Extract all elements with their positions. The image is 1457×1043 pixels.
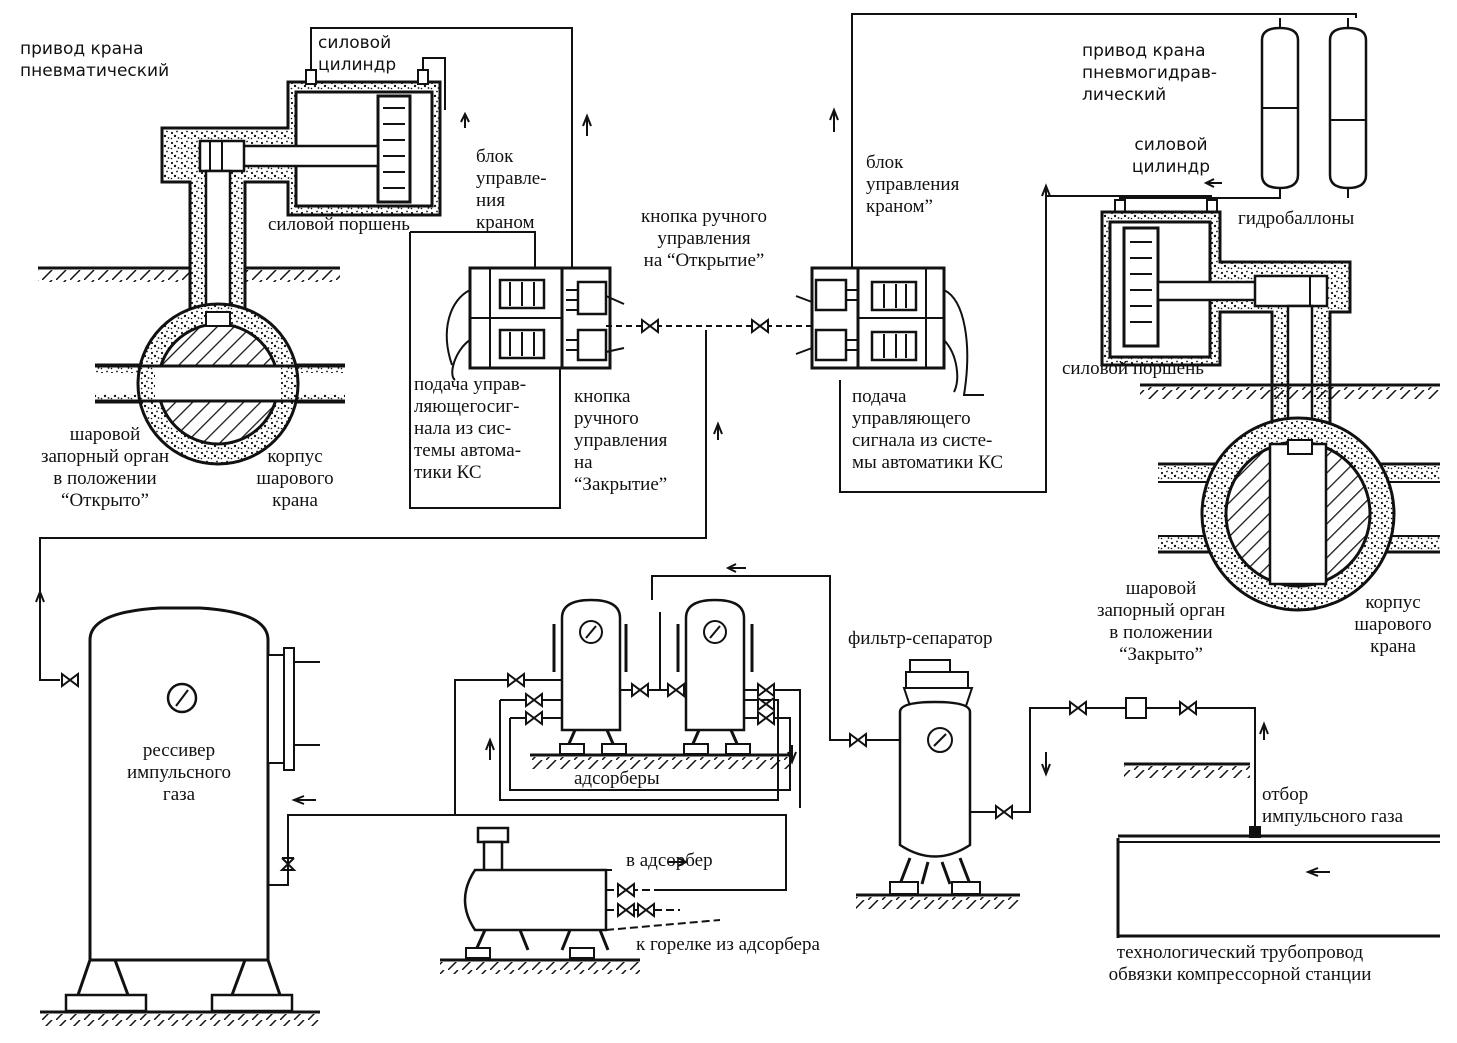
label-to-burner: к горелке из адсорбера xyxy=(636,934,820,955)
label-adsorbers: адсорберы xyxy=(574,768,660,789)
label-pneumohydraulic-drive: привод крана пневмогидрав- лический xyxy=(1082,41,1218,105)
label-ball-right: шаровой запорный орган в положении “Закр… xyxy=(1096,578,1226,665)
gas-meter-box xyxy=(1125,697,1147,719)
label-filter-separator: фильтр-сепаратор xyxy=(848,628,993,649)
process-pipeline xyxy=(1116,762,1440,938)
label-control-block-left: блок управле- ния краном xyxy=(476,146,547,233)
label-power-cylinder-right: силовой цилиндр xyxy=(1131,135,1211,177)
receiver-tank xyxy=(40,606,455,1026)
adsorbers-unit xyxy=(454,563,900,891)
label-control-block-right: блок управления краном” xyxy=(866,152,960,217)
label-ball-left: шаровой запорный орган в положении “Откр… xyxy=(40,424,170,511)
control-lines xyxy=(35,13,1357,681)
label-signal-right: подача управляющего сигнала из систе- мы… xyxy=(852,386,1003,473)
label-gas-takeoff: отбор импульсного газа xyxy=(1262,784,1404,827)
label-receiver: рессивер импульсного газа xyxy=(126,740,232,805)
left-control-block xyxy=(445,266,625,381)
right-ball-valve xyxy=(1100,18,1440,612)
label-power-cylinder-left: силовой цилиндр xyxy=(318,33,397,75)
label-pneumatic-drive: привод крана пневматический xyxy=(20,39,170,81)
label-button-close: кнопка ручного управления на “Закрытие” xyxy=(574,386,668,495)
label-hydro-cylinders: гидробаллоны xyxy=(1238,208,1355,229)
heater-unit xyxy=(440,826,721,974)
label-power-piston-left: силовой поршень xyxy=(268,214,410,235)
label-pipeline: технологический трубопровод обвязки комп… xyxy=(1108,942,1372,985)
left-ball-valve xyxy=(38,69,442,466)
label-signal-left: подача управ- ляющегосиг- нала из сис- т… xyxy=(414,374,527,483)
label-body-right: корпус шарового крана xyxy=(1354,592,1432,657)
label-body-left: корпус шарового крана xyxy=(256,446,334,511)
label-power-piston-right: силовой поршень xyxy=(1062,358,1204,379)
right-control-block xyxy=(795,266,984,396)
label-to-adsorber: в адсорбер xyxy=(626,850,713,871)
label-button-open: кнопка ручного управления на “Открытие” xyxy=(641,206,767,271)
filter-separator xyxy=(856,659,1256,909)
